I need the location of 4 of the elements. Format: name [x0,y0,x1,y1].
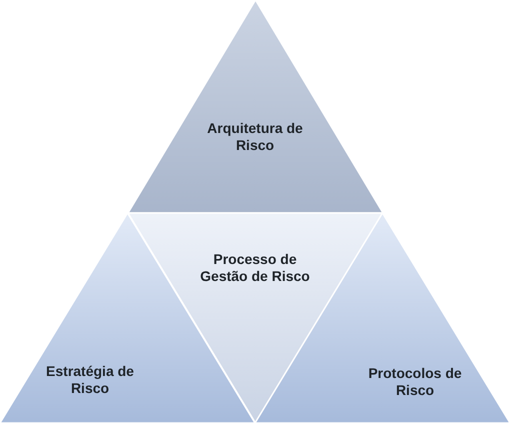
segment-label: Estratégia de Risco [45,363,135,397]
segment-label: Arquitetura de Risco [206,120,304,154]
segment-label: Processo de Gestão de Risco [200,251,310,285]
segment-label: Protocolos de Risco [367,365,463,399]
